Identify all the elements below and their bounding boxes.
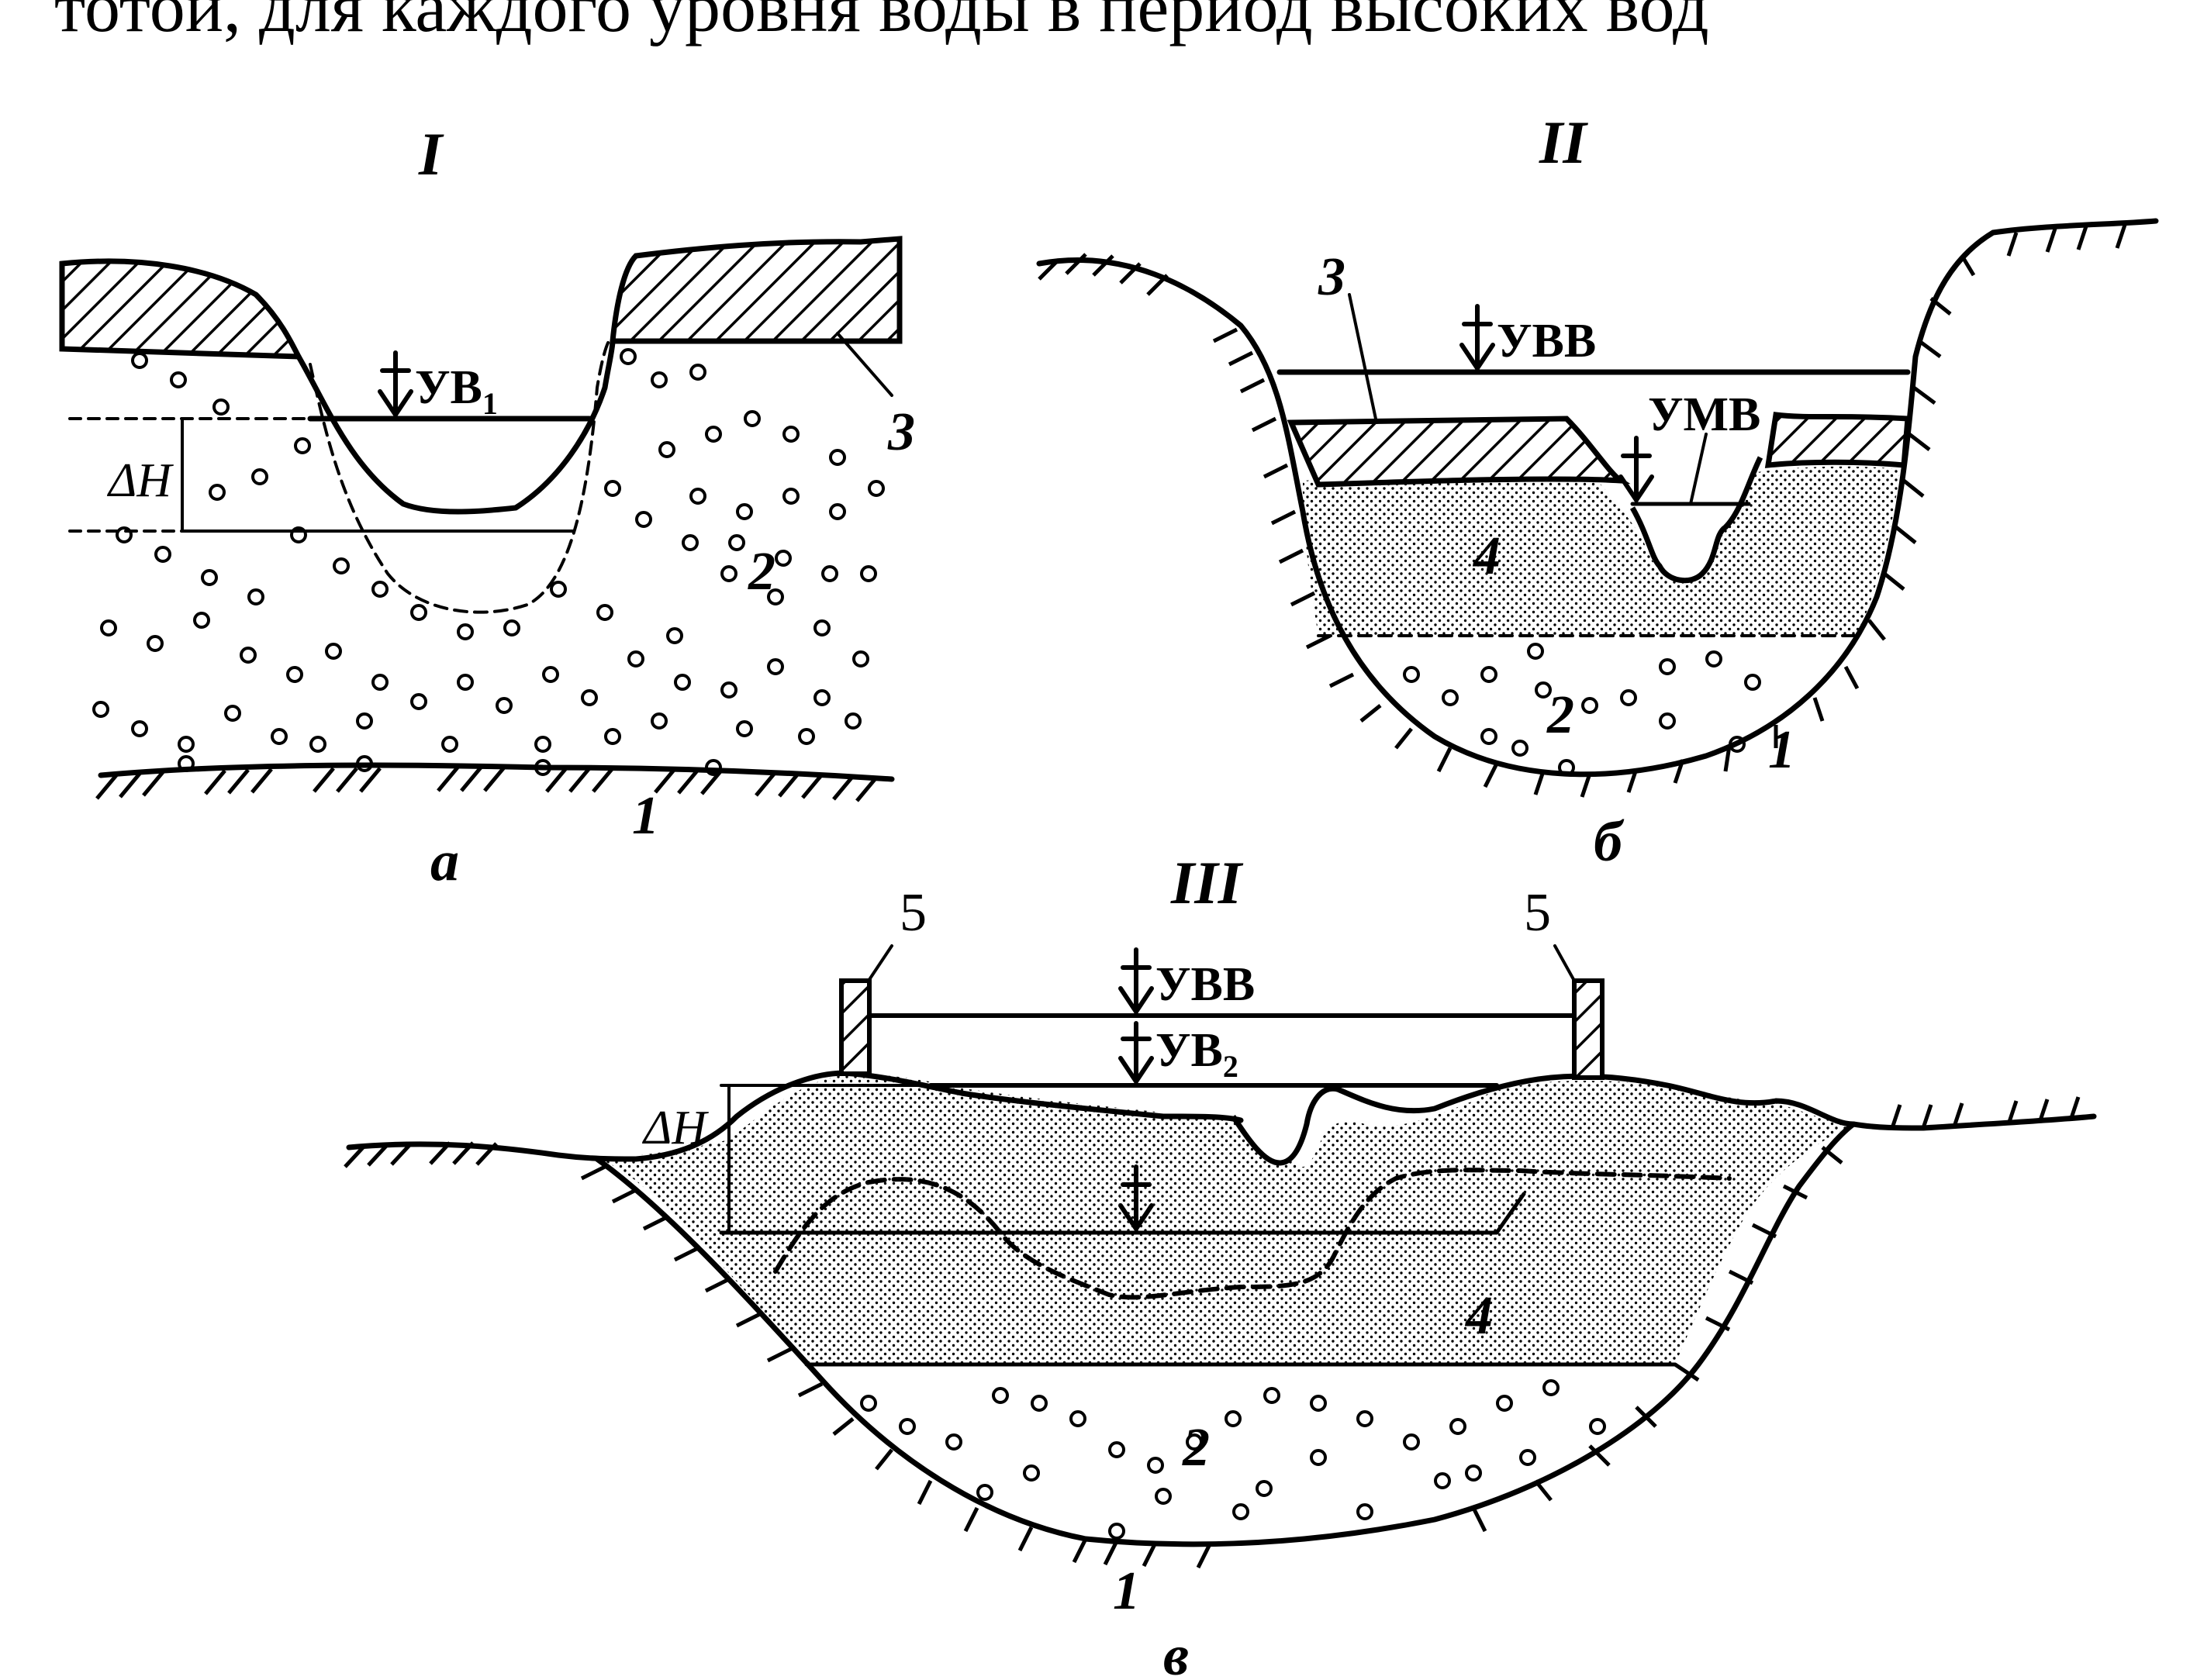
low-water-label: УМВ [1648, 388, 1760, 441]
panel-i-number-3: 3 [887, 402, 915, 462]
channel-cut-iii [1231, 1085, 1339, 1166]
water-level-label-iii: УВ2 [1155, 1024, 1238, 1084]
panel-ii-number-3: 3 [1318, 247, 1345, 307]
panel-iii-number-4: 4 [1464, 1286, 1493, 1346]
panel-iii: III 5 5 УВВ УВ2 [344, 849, 2097, 1680]
panel-iii-number-1: 1 [1113, 1561, 1140, 1621]
panel-i-number-2: 2 [748, 542, 775, 602]
panel-iii-number-5-left: 5 [900, 883, 927, 943]
clay-layer-right-ii [1764, 412, 1911, 468]
panel-ii-letter: б [1594, 810, 1625, 874]
leader-3-ii [1348, 293, 1378, 424]
panel-i-number-1: 1 [632, 786, 659, 846]
panel-ii: II УВВ УМВ [1036, 109, 2159, 874]
panel-i-letter: а [430, 830, 459, 893]
slope-hatch-ii [1038, 224, 2127, 798]
gravel-circles [92, 348, 885, 776]
panel-i-roman: I [418, 120, 444, 188]
low-water-marker [1618, 436, 1654, 502]
levee-left [839, 978, 872, 1076]
low-water-leader [1689, 433, 1708, 505]
dashed-depression-iii [773, 1168, 1732, 1300]
levee-right [1572, 978, 1605, 1080]
water-level-marker [378, 350, 413, 417]
high-water-marker-iii [1118, 947, 1154, 1014]
water-level-marker-iii [1118, 1021, 1154, 1084]
levee-right-leader [1553, 944, 1576, 982]
panel-ii-number-4: 4 [1472, 526, 1501, 586]
slope-hatch-iii [344, 1096, 2081, 1569]
levee-left-leader [867, 944, 893, 982]
sand-layer-iii [597, 1074, 1853, 1364]
clay-layer-right [610, 236, 903, 344]
panel-iii-number-5-right: 5 [1524, 883, 1551, 943]
clay-layer-left [59, 258, 303, 360]
valley-profile-ii [1036, 218, 2159, 778]
panel-ii-number-1: 1 [1768, 720, 1795, 780]
water-level-label: УВ1 [415, 361, 498, 421]
clay-layer-left-ii [1287, 416, 1631, 488]
delta-h-label-iii: ΔH [641, 1102, 709, 1154]
panel-iii-number-2: 2 [1182, 1418, 1210, 1478]
channel-profile [295, 338, 616, 515]
panel-i: I УВ1 ΔH [59, 120, 915, 893]
groundwater-marker [1118, 1164, 1154, 1231]
delta-h-label: ΔH [106, 454, 174, 507]
top-text: тотой, для каждого уровня воды в период … [54, 0, 1709, 47]
high-water-marker-ii [1459, 304, 1495, 371]
panel-iii-roman: III [1170, 849, 1244, 916]
leader-3 [836, 332, 893, 397]
high-water-label-iii: УВВ [1155, 958, 1255, 1011]
dashed-depression-curve [309, 340, 610, 614]
high-water-label-ii: УВВ [1497, 315, 1596, 367]
bedrock-hatch [95, 766, 878, 802]
panel-ii-roman: II [1539, 109, 1588, 176]
panel-ii-number-2: 2 [1546, 685, 1574, 745]
gravel-circles-ii [1403, 643, 1761, 776]
panel-iii-letter: в [1163, 1624, 1189, 1680]
sand-layer [1303, 466, 1900, 636]
water-table-step [1494, 1192, 1526, 1235]
gravel-circles-iii [860, 1379, 1606, 1540]
